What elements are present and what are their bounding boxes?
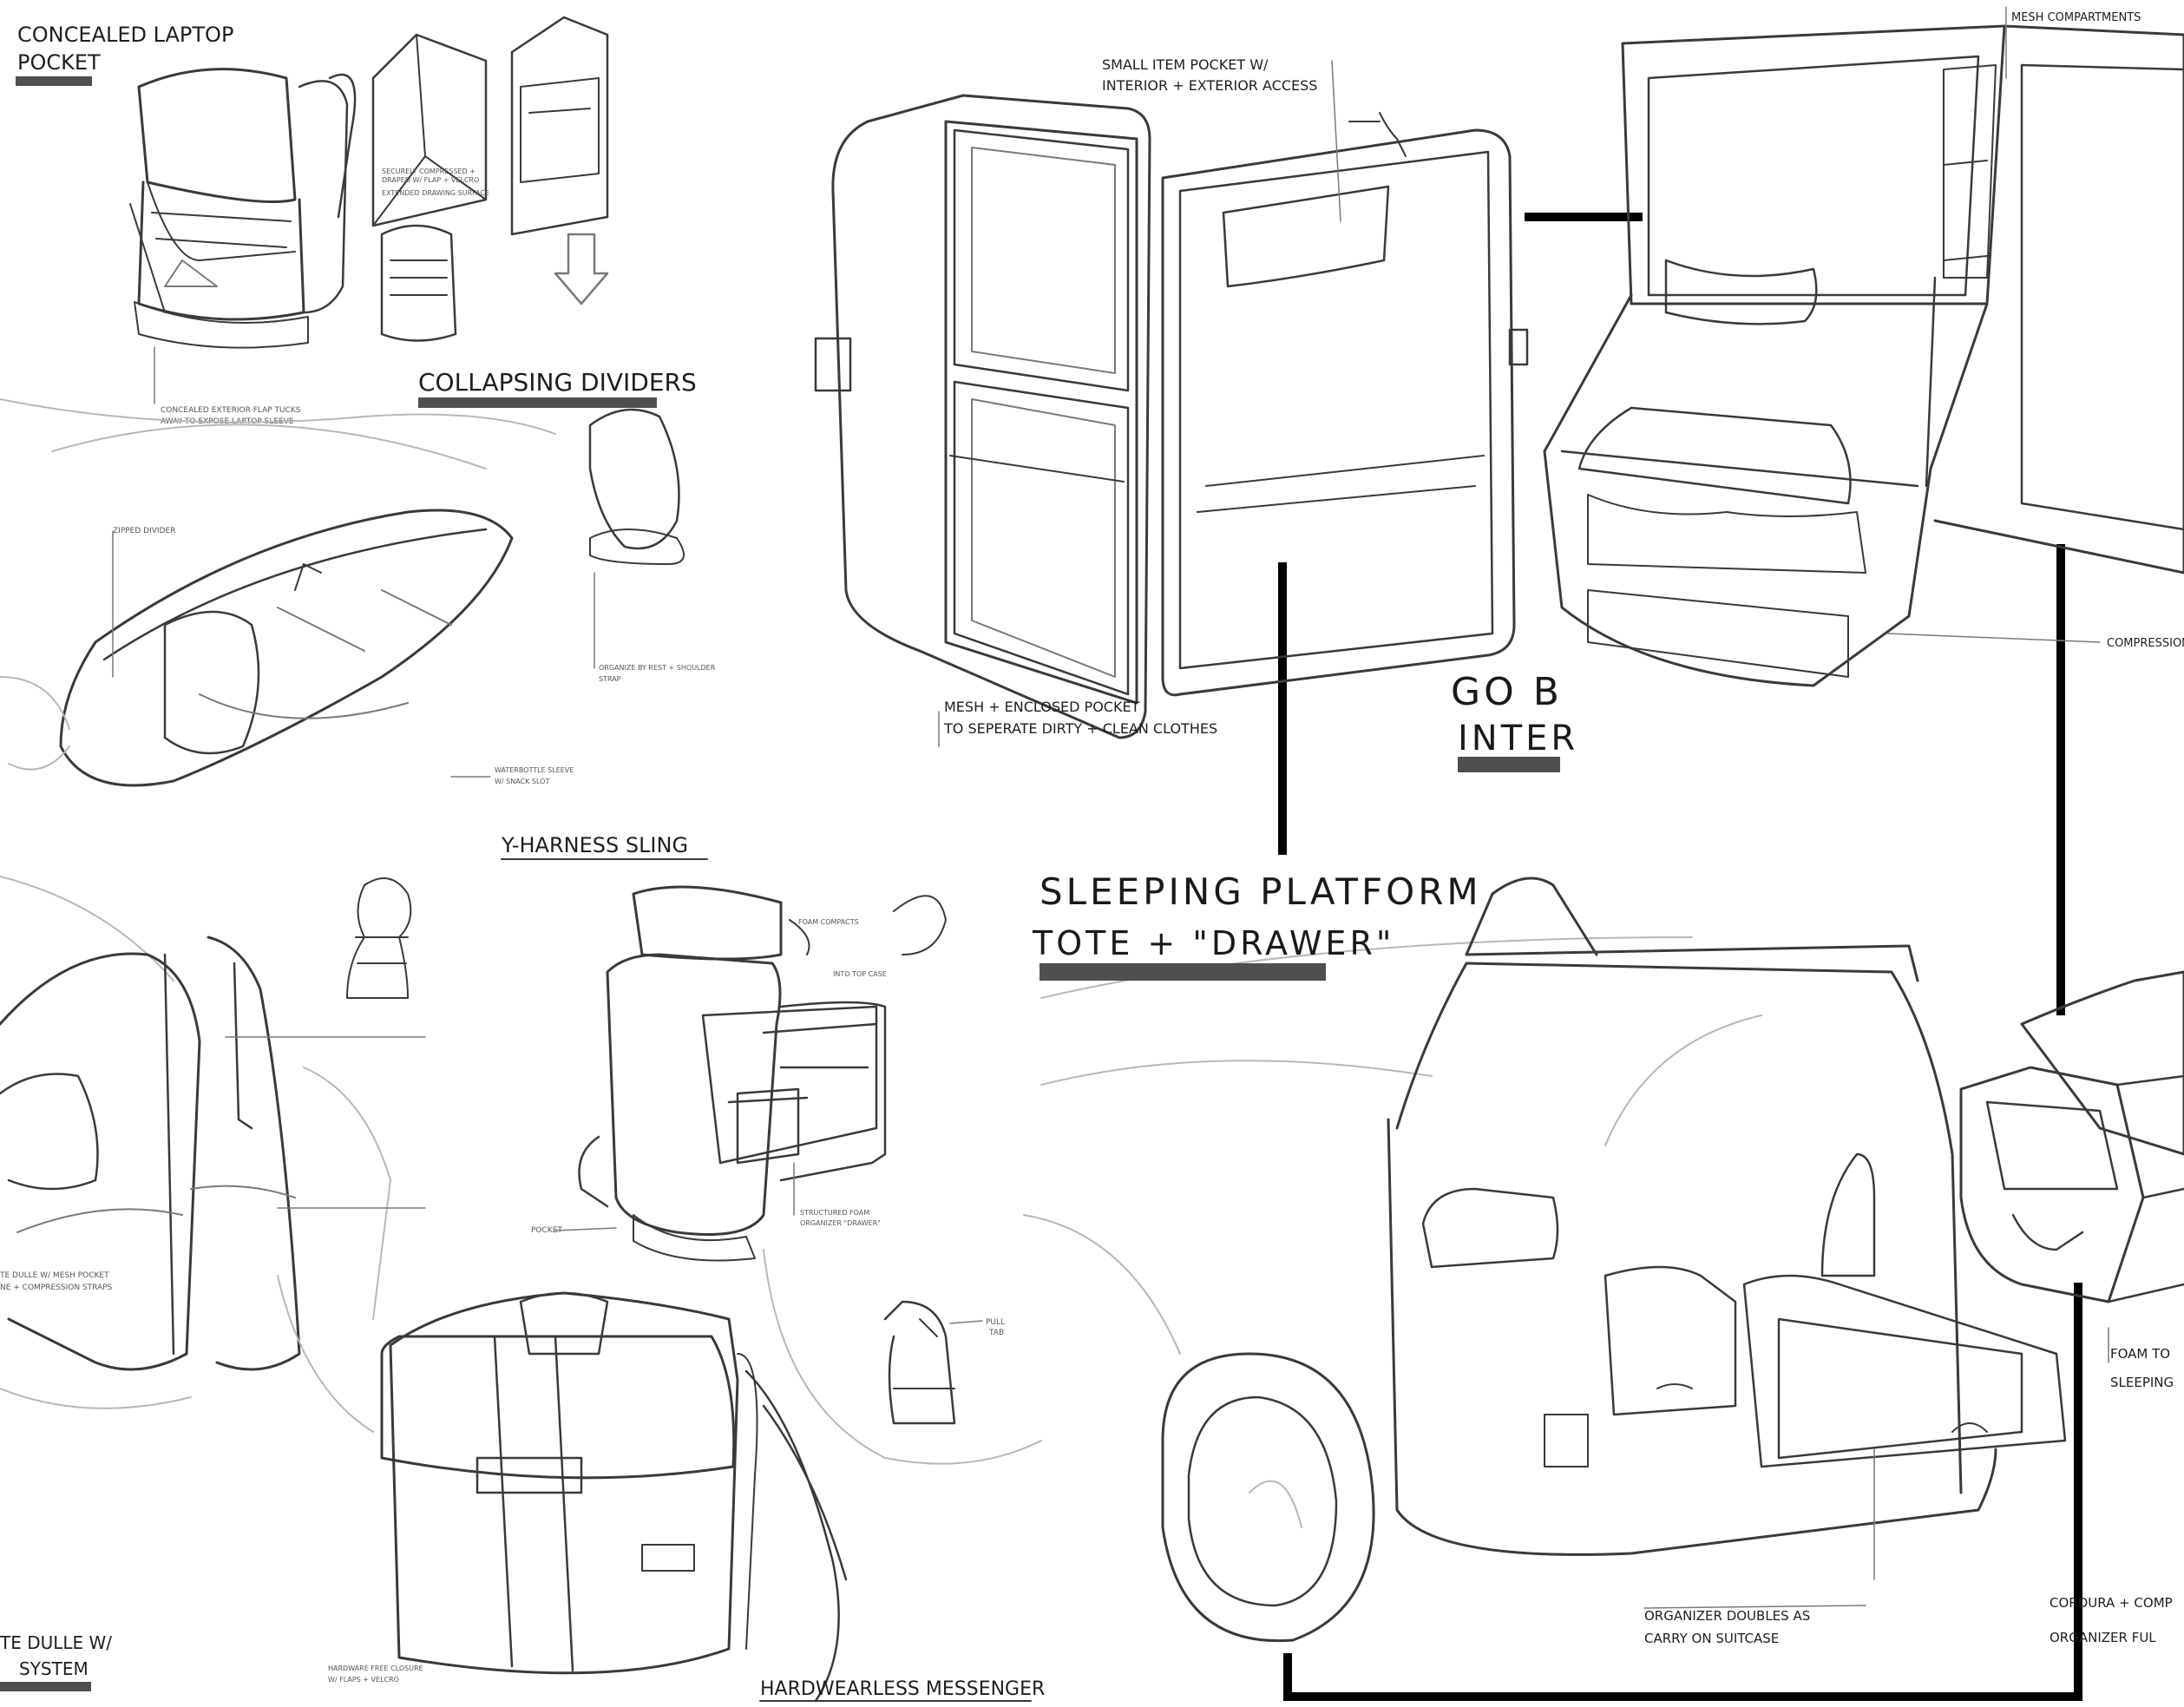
small-item-pocket-label-2: INTERIOR + EXTERIOR ACCESS	[1102, 77, 1317, 94]
into-top-note: INTO TOP CASE	[833, 970, 887, 978]
down-arrow-icon	[554, 233, 609, 305]
y-harness-vest-sketch	[0, 876, 412, 1409]
sleeping-platform-title: SLEEPING PLATFORM	[1040, 870, 1482, 913]
concealed-flap-note: CONCEALED EXTERIOR FLAP TUCKS	[161, 406, 301, 415]
sleeping-label: SLEEPING	[2110, 1375, 2174, 1390]
svg-text:ORGANIZER "DRAWER": ORGANIZER "DRAWER"	[800, 1219, 881, 1227]
foam-compacts-note: FOAM COMPACTS	[798, 918, 859, 926]
tote-drawer-title: TOTE + "DRAWER"	[1032, 924, 1394, 962]
zipped-divider-note: ZIPPED DIVIDER	[113, 527, 175, 535]
marker-underline	[16, 76, 92, 86]
y-harness-sling-sketch	[0, 398, 685, 787]
carry-on-suitcase-label: CARRY ON SUITCASE	[1644, 1631, 1779, 1646]
concealed-laptop-label: CONCEALED LAPTOP	[17, 23, 233, 47]
foam-top-label: FOAM TO	[2110, 1346, 2170, 1362]
concealed-laptop-backpack-sketch	[129, 68, 357, 349]
hardwearless-messenger-label: HARDWEARLESS MESSENGER	[760, 1678, 1045, 1700]
pocket-note: POCKET	[531, 1226, 562, 1235]
dividers-note: SECURELY COMPRESSED +	[382, 167, 475, 175]
marker-underline	[1458, 757, 1560, 772]
go-bag-interior-sketch	[1543, 24, 2184, 687]
pull-tab-note: PULL	[986, 1318, 1005, 1327]
pull-tab-detail-sketch	[763, 1249, 1042, 1465]
tote-drawer-sketch	[1959, 970, 2184, 1303]
interior-title: INTER	[1458, 719, 1578, 758]
marker-underline	[418, 397, 657, 408]
marker-underline	[1040, 963, 1326, 981]
svg-text:W/ FLAPS + VELCRO: W/ FLAPS + VELCRO	[328, 1676, 399, 1684]
mesh-compartments-label: MESH COMPARTMENTS	[2011, 11, 2141, 24]
duffle-system-label: SYSTEM	[19, 1658, 89, 1679]
hardwearless-messenger-sketch	[277, 1275, 848, 1703]
collapsing-dividers-sketch	[371, 16, 609, 342]
marker-underline	[0, 1682, 91, 1691]
pocket-label: POCKET	[17, 50, 101, 75]
svg-text:TAB: TAB	[988, 1329, 1004, 1337]
hardwearless-note: HARDWARE FREE CLOSURE	[328, 1664, 423, 1672]
suitcase-sketch	[814, 94, 1529, 739]
svg-text:NE + COMPRESSION STRAPS: NE + COMPRESSION STRAPS	[0, 1284, 113, 1292]
svg-text:STRAP: STRAP	[599, 675, 621, 683]
mesh-pocket-label: MESH + ENCLOSED POCKET	[944, 699, 1140, 715]
duffle-label: TE DULLE W/	[0, 1632, 112, 1653]
car-sleeping-platform-sketch	[1023, 876, 2067, 1643]
duffle-note: TE DULLE W/ MESH POCKET	[0, 1271, 109, 1280]
organizer-doubles-label: ORGANIZER DOUBLES AS	[1644, 1608, 1810, 1624]
mesh-pocket-label-2: TO SEPERATE DIRTY + CLEAN CLOTHES	[943, 720, 1217, 737]
sling-note: ORGANIZE BY REST + SHOULDER	[599, 664, 716, 672]
waterbottle-note: WATERBOTTLE SLEEVE	[495, 766, 574, 774]
organizer-full-label: ORGANIZER FUL	[2050, 1630, 2156, 1645]
collapsing-dividers-label: COLLAPSING DIVIDERS	[418, 368, 697, 397]
small-item-pocket-label: SMALL ITEM POCKET W/	[1102, 56, 1269, 73]
cordura-label: CORDURA + COMP	[2050, 1595, 2173, 1611]
svg-text:DRAPED W/ FLAP + VELCRO: DRAPED W/ FLAP + VELCRO	[382, 176, 479, 184]
y-harness-sling-label: Y-HARNESS SLING	[501, 833, 688, 857]
connector-lines	[1278, 213, 2082, 1701]
go-bag-title: GO B	[1451, 670, 1563, 714]
backpack-drawer-sketch	[578, 885, 947, 1262]
svg-text:EXTENDED DRAWING SURFACE: EXTENDED DRAWING SURFACE	[382, 189, 489, 197]
svg-text:W/ SNACK SLOT: W/ SNACK SLOT	[495, 778, 549, 785]
connector-car-to-tote	[1283, 1283, 2082, 1701]
compression-label: COMPRESSION	[2107, 637, 2184, 650]
structured-foam-note: STRUCTURED FOAM	[800, 1209, 869, 1217]
